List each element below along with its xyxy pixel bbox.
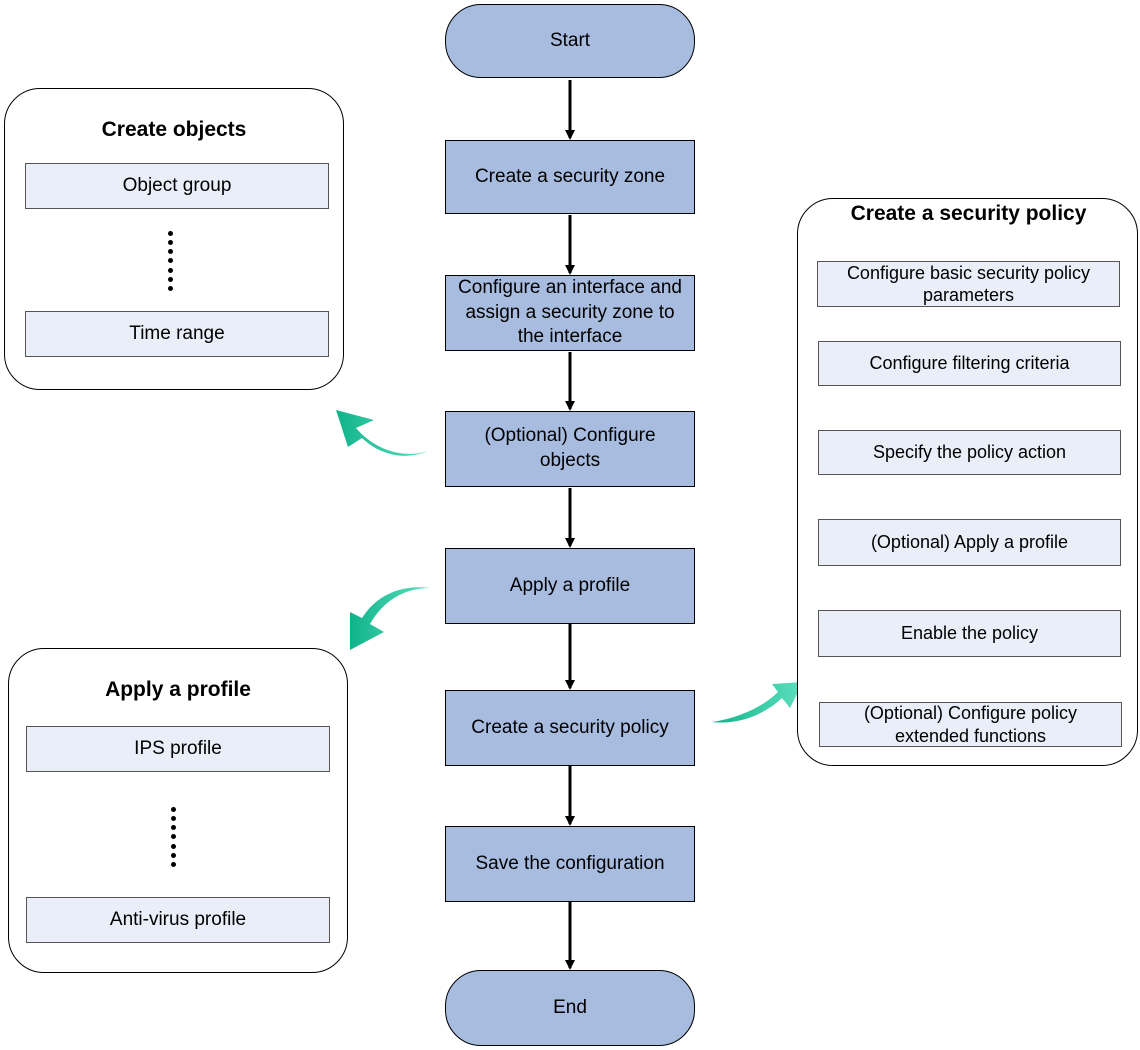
- ellipsis-dots: [165, 231, 175, 291]
- ips-profile-item: IPS profile: [26, 726, 330, 772]
- callout-arrow-profile: [350, 587, 430, 650]
- create-objects-title: Create objects: [101, 118, 247, 141]
- security-policy-panel: Create a security policy Configure basic…: [797, 198, 1138, 766]
- step-label: Apply a profile: [509, 574, 631, 596]
- item-label: (Optional) Apply a profile: [870, 532, 1069, 553]
- step-configure-interface: Configure an interface and assign a secu…: [445, 275, 695, 351]
- object-group-item: Object group: [25, 163, 329, 209]
- policy-step-policy-action: Specify the policy action: [818, 430, 1121, 475]
- step-apply-profile: Apply a profile: [445, 548, 695, 624]
- step-configure-objects: (Optional) Configure objects: [445, 411, 695, 487]
- end-terminal: End: [445, 970, 695, 1046]
- item-label: IPS profile: [134, 738, 222, 760]
- item-label: Specify the policy action: [872, 442, 1067, 463]
- item-label: Anti-virus profile: [109, 909, 247, 931]
- policy-step-basic-parameters: Configure basic security policy paramete…: [817, 261, 1120, 307]
- create-objects-panel: Create objects Object group Time range: [4, 88, 344, 390]
- step-create-security-policy: Create a security policy: [445, 690, 695, 766]
- ellipsis-dots: [168, 807, 178, 867]
- end-label: End: [553, 997, 587, 1018]
- security-policy-title: Create a security policy: [850, 202, 1087, 225]
- policy-step-filtering-criteria: Configure filtering criteria: [818, 341, 1121, 386]
- apply-profile-title: Apply a profile: [105, 678, 251, 701]
- policy-step-enable-policy: Enable the policy: [818, 610, 1121, 657]
- callout-arrow-policy: [712, 682, 803, 723]
- callout-arrow-objects: [336, 410, 428, 456]
- item-label: Configure filtering criteria: [869, 353, 1070, 374]
- step-label: (Optional) Configure objects: [484, 425, 656, 471]
- callout-arrows: [336, 410, 803, 723]
- step-label: Create a security policy: [471, 716, 669, 738]
- start-terminal: Start: [445, 4, 695, 78]
- item-label: Time range: [129, 323, 225, 345]
- item-label: Object group: [122, 175, 232, 197]
- policy-step-extended-functions: (Optional) Configure policy extended fun…: [819, 702, 1122, 747]
- step-label: Save the configuration: [475, 852, 665, 874]
- policy-step-apply-profile: (Optional) Apply a profile: [818, 519, 1121, 566]
- antivirus-profile-item: Anti-virus profile: [26, 897, 330, 943]
- item-label: Configure basic security policy paramete…: [846, 262, 1091, 306]
- apply-profile-panel: Apply a profile IPS profile Anti-virus p…: [8, 648, 348, 973]
- step-label: Configure an interface and assign a secu…: [458, 276, 682, 348]
- start-label: Start: [549, 30, 591, 51]
- step-create-security-zone: Create a security zone: [445, 140, 695, 214]
- time-range-item: Time range: [25, 311, 329, 357]
- item-label: (Optional) Configure policy extended fun…: [863, 703, 1078, 746]
- step-label: Create a security zone: [474, 165, 666, 187]
- step-save-configuration: Save the configuration: [445, 826, 695, 902]
- item-label: Enable the policy: [900, 623, 1039, 644]
